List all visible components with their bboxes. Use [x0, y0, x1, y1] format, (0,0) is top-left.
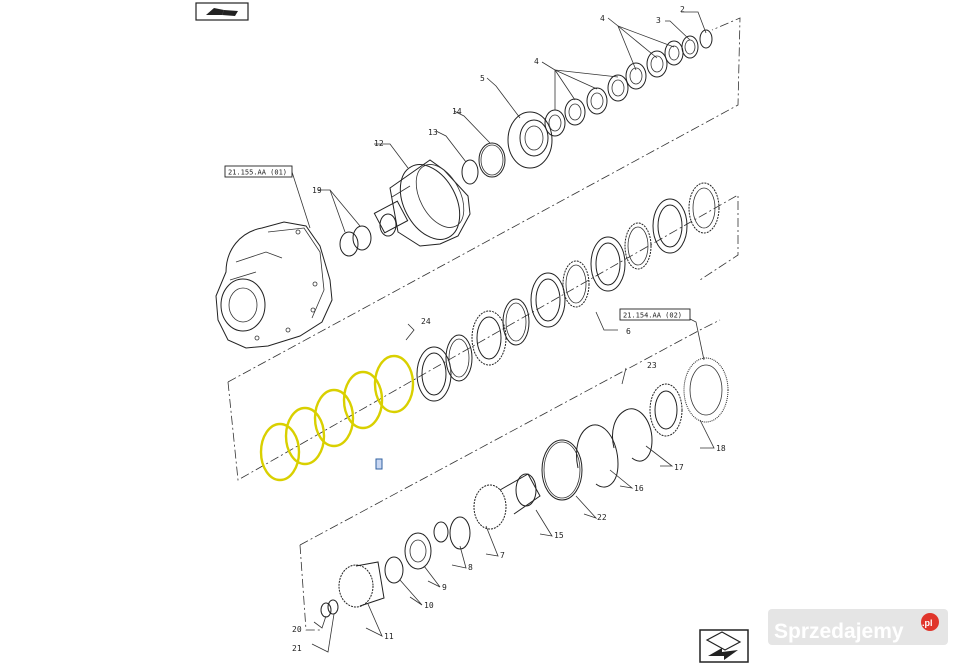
part-label-15: 15	[554, 531, 564, 540]
svg-text:Sprzedajemy: Sprzedajemy	[774, 620, 904, 643]
part-label-21: 21	[292, 644, 302, 653]
part-label-11: 11	[384, 632, 394, 641]
svg-text:.pl: .pl	[922, 618, 933, 628]
part-label-16: 16	[634, 484, 644, 493]
part-label-17: 17	[674, 463, 684, 472]
book-navigation-icon[interactable]	[195, 2, 249, 21]
part-label-6: 6	[626, 327, 631, 336]
part-label-13: 13	[428, 128, 438, 137]
part-label-5: 5	[480, 74, 485, 83]
part-9-bearing	[404, 532, 432, 570]
part-label-10: 10	[424, 601, 434, 610]
part-label-8: 8	[468, 563, 473, 572]
part-label-3: 3	[656, 16, 661, 25]
next-page-arrow-icon[interactable]	[699, 629, 749, 663]
part-4-washers	[544, 29, 713, 137]
part-label-20: 20	[292, 625, 302, 634]
part-20-21-small-rings	[320, 599, 339, 618]
transmission-housing	[215, 221, 333, 349]
part-label-2: 2	[680, 5, 685, 14]
part-12-clutch-drum	[373, 159, 471, 247]
part-6-clutch-plates	[416, 182, 720, 402]
part-label-18: 18	[716, 444, 726, 453]
part-label-12: 12	[374, 139, 384, 148]
part-label-24: 24	[421, 317, 431, 326]
sprzedajemy-watermark: Sprzedajemy .pl	[768, 609, 948, 645]
part-label-14: 14	[452, 107, 462, 116]
part-label-22: 22	[597, 513, 607, 522]
part-label-19: 19	[312, 186, 322, 195]
part-number-labels: 2 3 4 4 5 14 13 12 19 24 6 23 18 17 16 2…	[292, 5, 726, 653]
part-5-piston	[507, 111, 553, 169]
svg-text:21.155.AA (01): 21.155.AA (01)	[228, 169, 287, 177]
part-13-ring	[461, 159, 479, 185]
svg-text:21.154.AA (02): 21.154.AA (02)	[623, 312, 682, 320]
reference-housing-box[interactable]: 21.155.AA (01)	[224, 165, 293, 178]
part-label-4-upper: 4	[600, 14, 605, 23]
part-17-snap-ring	[612, 408, 653, 462]
part-18-friction-ring	[683, 357, 729, 423]
part-label-9: 9	[442, 583, 447, 592]
part-10-ring	[384, 556, 404, 584]
part-11-gear	[338, 561, 385, 608]
part-18-gear	[649, 383, 683, 437]
part-15-splined-hub	[473, 473, 541, 530]
part-14-ring	[478, 142, 506, 178]
part-label-4-lower: 4	[534, 57, 539, 66]
part-8-small-rings	[433, 516, 471, 550]
part-label-7: 7	[500, 551, 505, 560]
part-16-snap-ring	[576, 424, 619, 488]
leader-lines	[258, 11, 715, 653]
reference-clutch-box[interactable]: 21.154.AA (02)	[619, 308, 691, 321]
assembly-boundary-lines	[227, 17, 741, 631]
part-22-o-ring	[541, 439, 583, 501]
part-label-23: 23	[647, 361, 657, 370]
part-19-seal-rings	[339, 225, 372, 257]
highlighted-spring-rings	[259, 354, 415, 482]
